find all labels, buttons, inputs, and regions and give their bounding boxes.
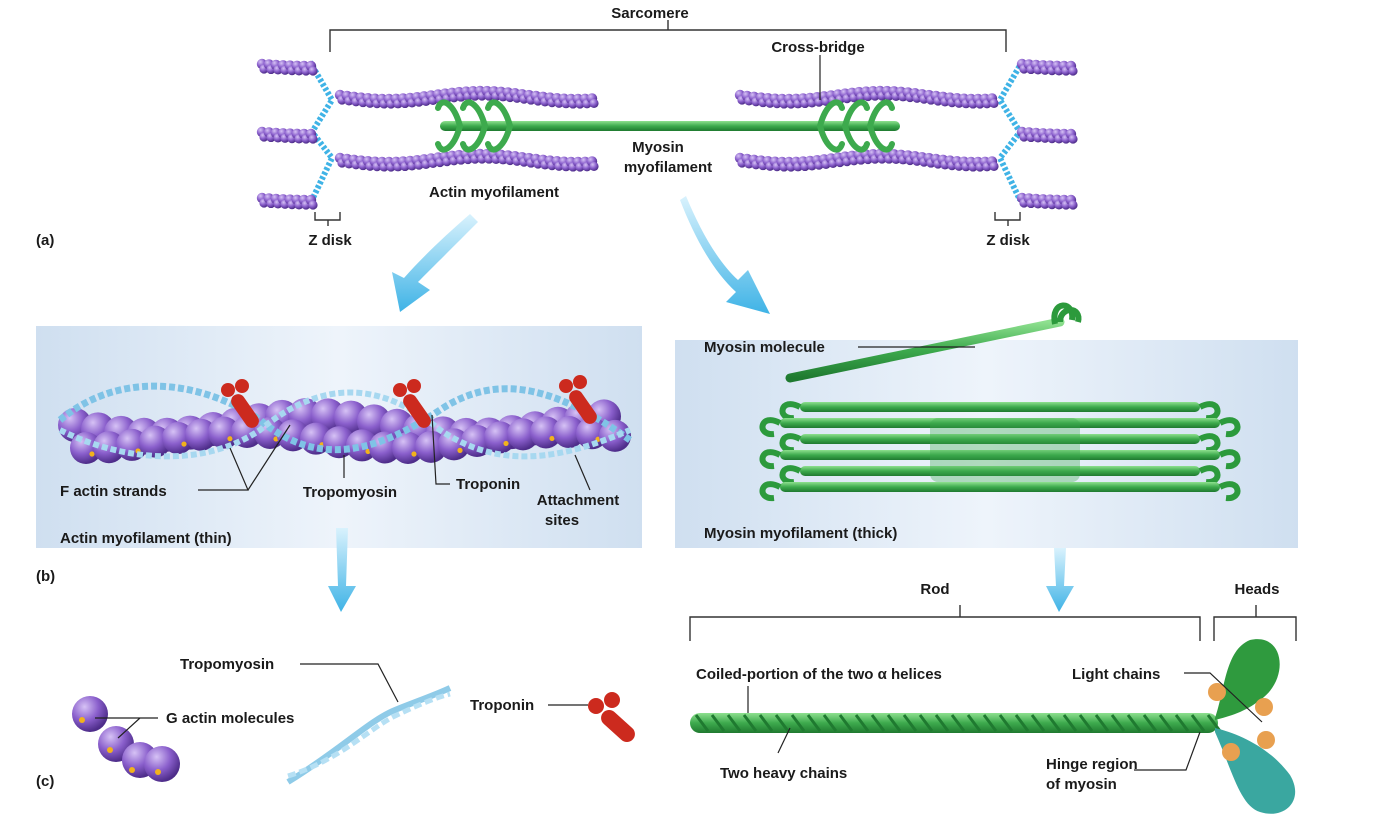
- tropomyosin-ribbon-b: [57, 382, 633, 454]
- coiled-portion-label: Coiled-portion of the two α helices: [696, 666, 942, 683]
- light-chains-label: Light chains: [1072, 666, 1160, 683]
- myosin-head-upper: [1215, 639, 1280, 720]
- troponin-b-leader: [431, 414, 450, 485]
- z-disk-left-label: Z disk: [308, 232, 352, 249]
- troponin-b-label: Troponin: [456, 476, 520, 493]
- arrow-to-actin: [392, 214, 478, 312]
- tropomyosin-c-label: Tropomyosin: [180, 656, 274, 673]
- g-actin-leader: [95, 717, 158, 739]
- actin-myofilament-label: Actin myofilament: [429, 184, 559, 201]
- sarcomere-label: Sarcomere: [611, 5, 689, 22]
- myosin-myofilament-label-1: Myosin: [632, 139, 684, 156]
- z-disk-right-label: Z disk: [986, 232, 1030, 249]
- myosin-molecule-shaft: [785, 317, 1065, 383]
- two-heavy-chains-leader: [777, 727, 791, 754]
- z-disk-right-bracket: [994, 212, 1021, 226]
- panel-a-label: (a): [36, 232, 54, 249]
- attachment-sites-label-2: sites: [545, 512, 579, 529]
- tropomyosin-strand-c: [286, 685, 452, 785]
- light-chains-leader: [1184, 672, 1263, 723]
- actin-thin-label: Actin myofilament (thin): [60, 530, 232, 547]
- troponin-1: [221, 379, 259, 428]
- actin-filaments: [256, 58, 1078, 210]
- myosin-thick-panel: Myosin molecule Myosin myofilament (thic…: [675, 302, 1298, 548]
- panel-c-label: (c): [36, 773, 54, 790]
- rod-label: Rod: [920, 581, 949, 598]
- troponin-c-label: Troponin: [470, 697, 534, 714]
- sarcomere-bracket: [329, 20, 1007, 52]
- cross-bridge-label: Cross-bridge: [771, 39, 864, 56]
- actin-helix: [58, 398, 631, 464]
- f-actin-leader: [198, 424, 291, 491]
- myosin-thick-bundle: [759, 401, 1241, 502]
- two-heavy-chains-label: Two heavy chains: [720, 765, 847, 782]
- arrow-to-myosin: [680, 196, 770, 314]
- hinge-label-1: Hinge region: [1046, 756, 1138, 773]
- tropomyosin-c-leader: [300, 663, 399, 703]
- heads-label: Heads: [1234, 581, 1279, 598]
- rod-bracket: [689, 605, 1201, 641]
- sarcomere-panel: Sarcomere Cross-bridge Myosin myofilamen…: [36, 5, 1078, 249]
- g-actin-molecules: [72, 696, 180, 782]
- myosin-rod: [690, 713, 1218, 733]
- light-chains: [1208, 683, 1275, 761]
- tropomyosin-ribbon-b2: [58, 389, 632, 460]
- g-actin-label: G actin molecules: [166, 710, 294, 727]
- tropomyosin-b-label: Tropomyosin: [303, 484, 397, 501]
- hinge-leader: [1134, 731, 1201, 771]
- f-actin-strands-label: F actin strands: [60, 483, 167, 500]
- actin-thin-panel: F actin strands Tropomyosin Troponin Att…: [36, 326, 642, 548]
- myosin-myofilament-label-2: myofilament: [624, 159, 712, 176]
- heads-bracket: [1213, 605, 1297, 641]
- myosin-head-lower: [1215, 728, 1296, 814]
- troponin-c: [588, 692, 635, 743]
- panel-b-label: (b): [36, 568, 55, 585]
- hinge-label-2: of myosin: [1046, 776, 1117, 793]
- myosin-molecule-label: Myosin molecule: [704, 339, 825, 356]
- arrow-to-myosin-components: [1046, 548, 1074, 612]
- arrow-to-actin-components: [328, 528, 356, 612]
- myosin-molecule-detail: Rod Heads Coiled-portion of the two α he…: [689, 581, 1297, 814]
- myosin-molecule-head: [1051, 302, 1082, 325]
- myosin-thick-filament-a: [435, 99, 900, 153]
- attachment-sites-label-1: Attachment: [537, 492, 620, 509]
- troponin-2: [393, 379, 431, 428]
- troponin-3: [559, 375, 597, 424]
- z-disk-left-bracket: [314, 212, 341, 226]
- myosin-thick-label: Myosin myofilament (thick): [704, 525, 897, 542]
- attachment-sites-leader: [574, 454, 591, 491]
